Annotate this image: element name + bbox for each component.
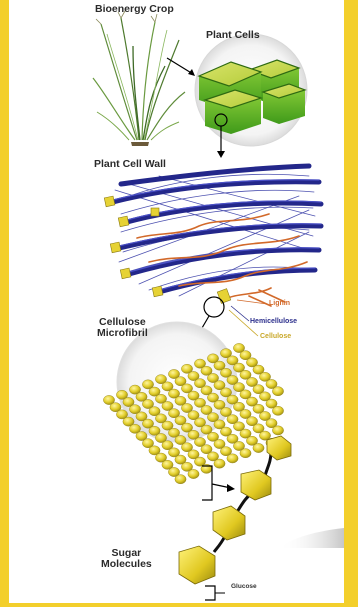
cellulose-strand-knob (188, 469, 199, 478)
diagram-graphics (9, 0, 344, 603)
microfibril-focus-ring (204, 297, 224, 317)
plant-cell-wall-illustration (104, 166, 321, 306)
hemicellulose-leader-line (231, 306, 249, 321)
bioenergy-crop-illustration (93, 11, 185, 146)
background-swoosh (279, 528, 344, 548)
cellulose-strand-knob (240, 449, 251, 458)
sugar-molecules-label: Sugar Molecules (101, 548, 152, 570)
arrow-crop-to-cells (167, 58, 193, 74)
plant-cells-label: Plant Cells (206, 30, 260, 41)
cellulose-strand-knob (175, 475, 186, 484)
bioenergy-crop-label: Bioenergy Crop (95, 4, 174, 15)
cellulose-strand-knob (253, 443, 264, 452)
diagram-canvas: Bioenergy Crop Plant Cells Plant Cell Wa… (9, 0, 344, 603)
cellulose-strand-knob (272, 387, 283, 396)
glucose-molecule-4 (179, 546, 215, 584)
plant-cell-wall-label: Plant Cell Wall (94, 159, 166, 170)
legend-hemicellulose: Hemicellulose (250, 318, 297, 325)
glucose-molecule-3 (213, 506, 245, 540)
glucose-label: Glucose (231, 583, 257, 590)
legend-cellulose: Cellulose (260, 333, 291, 340)
cellulose-microfibril-label-line2: Microfibril (97, 327, 148, 339)
legend-lignin: Lignin (269, 300, 290, 307)
glucose-bracket (205, 586, 215, 600)
cellulose-strand-knob (227, 454, 238, 463)
sugar-molecules-label-line2: Molecules (101, 558, 152, 570)
cellulose-strand-knob (272, 406, 283, 415)
cellulose-strand-knob (214, 459, 225, 468)
cellulose-microfibril-label: Cellulose Microfibril (97, 317, 148, 339)
cellulose-strand-knob (272, 426, 283, 435)
